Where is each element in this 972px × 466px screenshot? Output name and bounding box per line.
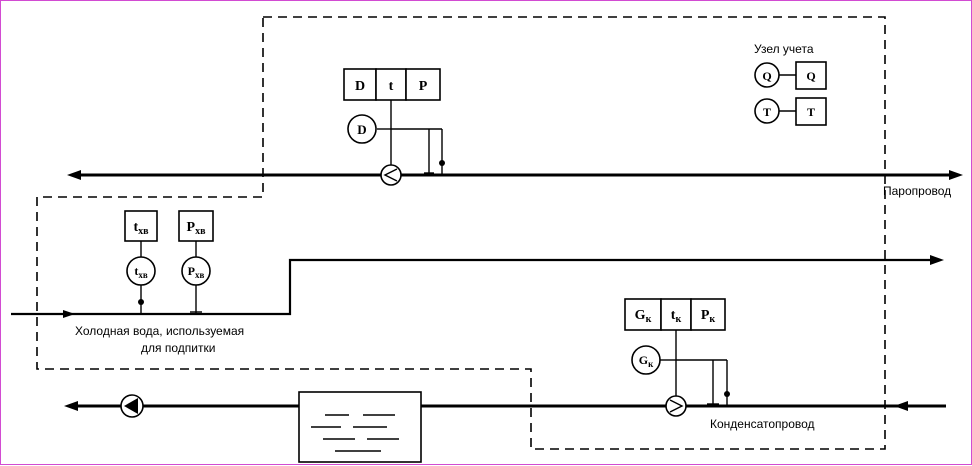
cold-water-pipe <box>11 258 936 316</box>
cold-water-arrow-out <box>930 255 944 265</box>
cold-water-label-1: Холодная вода, используемая <box>75 324 244 338</box>
svg-text:tхв: tхв <box>134 264 148 280</box>
legend-row-t: T T <box>754 97 827 126</box>
cold-water-temp-circle: tхв <box>126 256 156 286</box>
steam-press-sensor <box>439 160 445 166</box>
metering-boundary <box>36 16 886 450</box>
svg-text:D: D <box>357 122 366 137</box>
steam-flow-cell: D <box>355 79 365 94</box>
steam-measurement-box: D t P <box>343 68 441 101</box>
condensate-press-sensor <box>724 391 730 397</box>
condensate-line-label: Конденсатопровод <box>710 417 815 431</box>
svg-text:Q: Q <box>806 69 815 83</box>
condensate-arrow-out <box>64 401 78 411</box>
steam-arrow-left <box>67 170 81 180</box>
svg-text:T: T <box>763 105 771 119</box>
steam-flow-element <box>380 164 402 186</box>
steam-flowmeter-circle: D <box>347 114 377 144</box>
steam-line-label: Паропровод <box>883 184 951 198</box>
steam-press-cell: P <box>419 79 428 94</box>
condensate-temp-cell: tк <box>671 308 682 325</box>
svg-text:Pхв: Pхв <box>188 264 205 280</box>
condensate-measurement-box: Gк tк Pк <box>624 298 726 331</box>
legend-title: Узел учета <box>754 42 814 56</box>
steam-temp-cell: t <box>389 79 394 94</box>
cold-water-temp-sensor <box>138 299 144 305</box>
legend-row-q: Q Q <box>754 61 827 90</box>
condensate-tank <box>298 391 422 463</box>
svg-text:tхв: tхв <box>133 220 149 237</box>
svg-text:Pхв: Pхв <box>187 220 207 237</box>
cold-water-press-box: Pхв <box>178 210 214 242</box>
svg-text:T: T <box>807 105 815 119</box>
cold-water-arrow-in <box>63 310 75 318</box>
cold-water-press-circle: Pхв <box>181 256 211 286</box>
condensate-press-cell: Pк <box>701 308 716 325</box>
condensate-pump <box>120 394 144 418</box>
condensate-flow-element <box>665 395 687 417</box>
steam-arrow-right <box>949 170 963 180</box>
svg-text:Gк: Gк <box>639 353 654 369</box>
cold-water-temp-box: tхв <box>124 210 158 242</box>
cold-water-label-2: для подпитки <box>141 341 215 355</box>
condensate-flow-cell: Gк <box>635 308 652 325</box>
condensate-arrow-in <box>894 401 908 411</box>
condensate-flowmeter-circle: Gк <box>631 345 661 375</box>
svg-text:Q: Q <box>762 69 771 83</box>
